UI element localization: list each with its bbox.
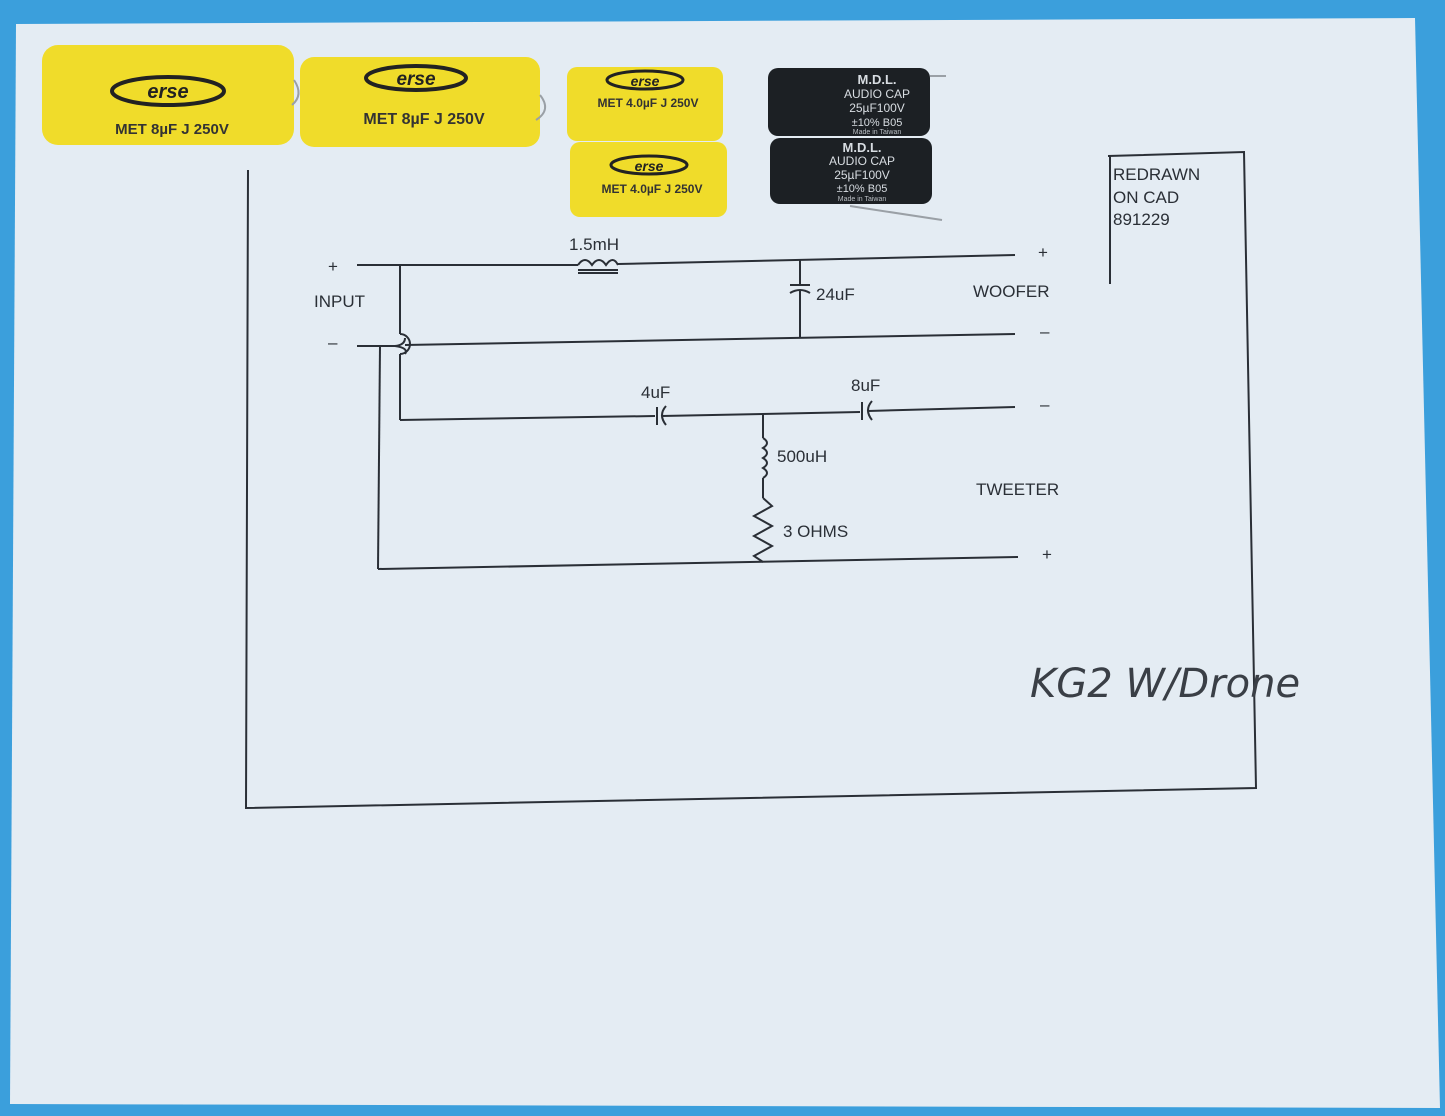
svg-text:±10% B05: ±10% B05 xyxy=(837,183,888,195)
svg-text:MET 4.0µF J 250V: MET 4.0µF J 250V xyxy=(602,182,703,196)
svg-text:25µF100V: 25µF100V xyxy=(834,168,890,182)
svg-text:AUDIO CAP: AUDIO CAP xyxy=(844,87,910,101)
schematic xyxy=(357,254,1019,570)
svg-text:erse: erse xyxy=(635,158,664,174)
title-line-2: ON CAD xyxy=(1113,188,1179,207)
woofer-label: WOOFER xyxy=(973,282,1050,301)
svg-text:±10% B05: ±10% B05 xyxy=(852,117,903,129)
black-capacitor: M.D.L. AUDIO CAP 25µF100V ±10% B05 Made … xyxy=(770,138,932,204)
svg-text:erse: erse xyxy=(631,73,660,89)
tweeter-plus-label: + xyxy=(1042,545,1052,564)
input-plus-label: + xyxy=(328,257,338,276)
input-minus-label: – xyxy=(328,333,338,352)
woofer-plus-label: + xyxy=(1038,243,1048,262)
svg-text:AUDIO CAP: AUDIO CAP xyxy=(829,154,895,168)
resistor-label: 3 OHMS xyxy=(783,522,848,541)
yellow-capacitor: erse MET 8µF J 250V xyxy=(42,45,294,145)
tweeter-minus-label: – xyxy=(1040,395,1050,414)
svg-text:M.D.L.: M.D.L. xyxy=(858,72,897,87)
black-capacitor: M.D.L. AUDIO CAP 25µF100V ±10% B05 Made … xyxy=(768,68,930,136)
tweeter-label: TWEETER xyxy=(976,480,1059,499)
title-line-1: REDRAWN xyxy=(1113,165,1200,184)
capacitor-leads xyxy=(291,75,946,221)
yellow-capacitor: erse MET 8µF J 250V xyxy=(300,57,540,147)
svg-text:M.D.L.: M.D.L. xyxy=(843,140,882,155)
svg-text:Made in Taiwan: Made in Taiwan xyxy=(853,129,902,136)
yellow-capacitor: erse MET 4.0µF J 250V xyxy=(567,67,723,141)
svg-text:erse: erse xyxy=(147,81,188,103)
cap-4uf-label: 4uF xyxy=(641,383,670,402)
svg-text:MET 4.0µF J 250V: MET 4.0µF J 250V xyxy=(598,96,699,110)
yellow-capacitor: erse MET 4.0µF J 250V xyxy=(570,142,727,217)
woofer-minus-label: – xyxy=(1040,322,1050,341)
inductor-500uh-label: 500uH xyxy=(777,447,827,466)
svg-text:erse: erse xyxy=(396,69,436,90)
input-label: INPUT xyxy=(314,292,365,311)
frame-border xyxy=(244,150,1258,810)
svg-text:MET 8µF J 250V: MET 8µF J 250V xyxy=(363,111,485,128)
svg-text:25µF100V: 25µF100V xyxy=(849,101,905,115)
svg-text:MET 8µF J 250V: MET 8µF J 250V xyxy=(115,121,229,138)
cap-8uf-label: 8uF xyxy=(851,376,880,395)
handwritten-note: KG2 W/Drone xyxy=(1030,661,1300,707)
svg-text:Made in Taiwan: Made in Taiwan xyxy=(838,196,887,203)
title-line-3: 891229 xyxy=(1113,210,1170,229)
cap-24uf-label: 24uF xyxy=(816,285,855,304)
inductor-1-5mh-label: 1.5mH xyxy=(569,235,619,254)
